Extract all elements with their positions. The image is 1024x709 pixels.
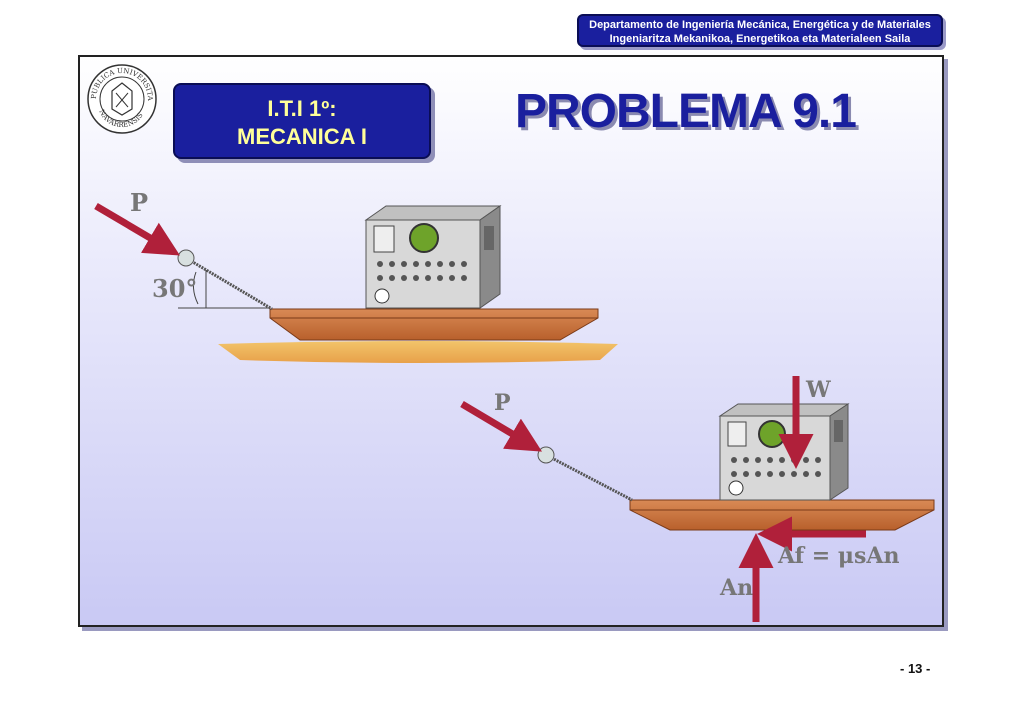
friction-label: Af = μsAn (778, 543, 900, 569)
department-line-eu: Ingeniaritza Mekanikoa, Energetikoa eta … (609, 33, 911, 45)
top-figure (94, 202, 618, 363)
bottom-figure (460, 376, 935, 622)
course-line1: I.T.I 1º: (267, 96, 337, 121)
page-number: - 13 - (900, 661, 931, 676)
handle-ball-top (177, 249, 195, 267)
force-p-arrow-top (94, 202, 181, 256)
equipment-top (364, 205, 502, 309)
platform-bottom (629, 499, 935, 531)
force-p-arrow-bottom (460, 400, 543, 452)
ground-top (218, 341, 618, 363)
equipment-bottom (718, 403, 850, 501)
rope-bottom (545, 453, 633, 502)
force-p-label-top: P (130, 188, 149, 217)
page-title: PROBLEMA 9.1 (515, 85, 857, 138)
handle-ball-bottom (537, 446, 555, 464)
rope-top (185, 256, 273, 311)
weight-label: W (806, 377, 831, 403)
angle-label: 30° (152, 274, 198, 303)
course-line2: MECANICA I (237, 124, 367, 149)
department-banner: Departamento de Ingeniería Mecánica, Ene… (577, 14, 943, 47)
university-seal-logo: PUBLICA UNIVERSITAS NAVARRENSIS (86, 63, 157, 134)
force-p-label-bottom: P (494, 390, 511, 416)
department-line-es: Departamento de Ingeniería Mecánica, Ene… (589, 19, 931, 31)
normal-force-label: An (720, 575, 754, 601)
course-badge: I.T.I 1º: MECANICA I (173, 83, 431, 159)
platform-top (269, 308, 599, 341)
